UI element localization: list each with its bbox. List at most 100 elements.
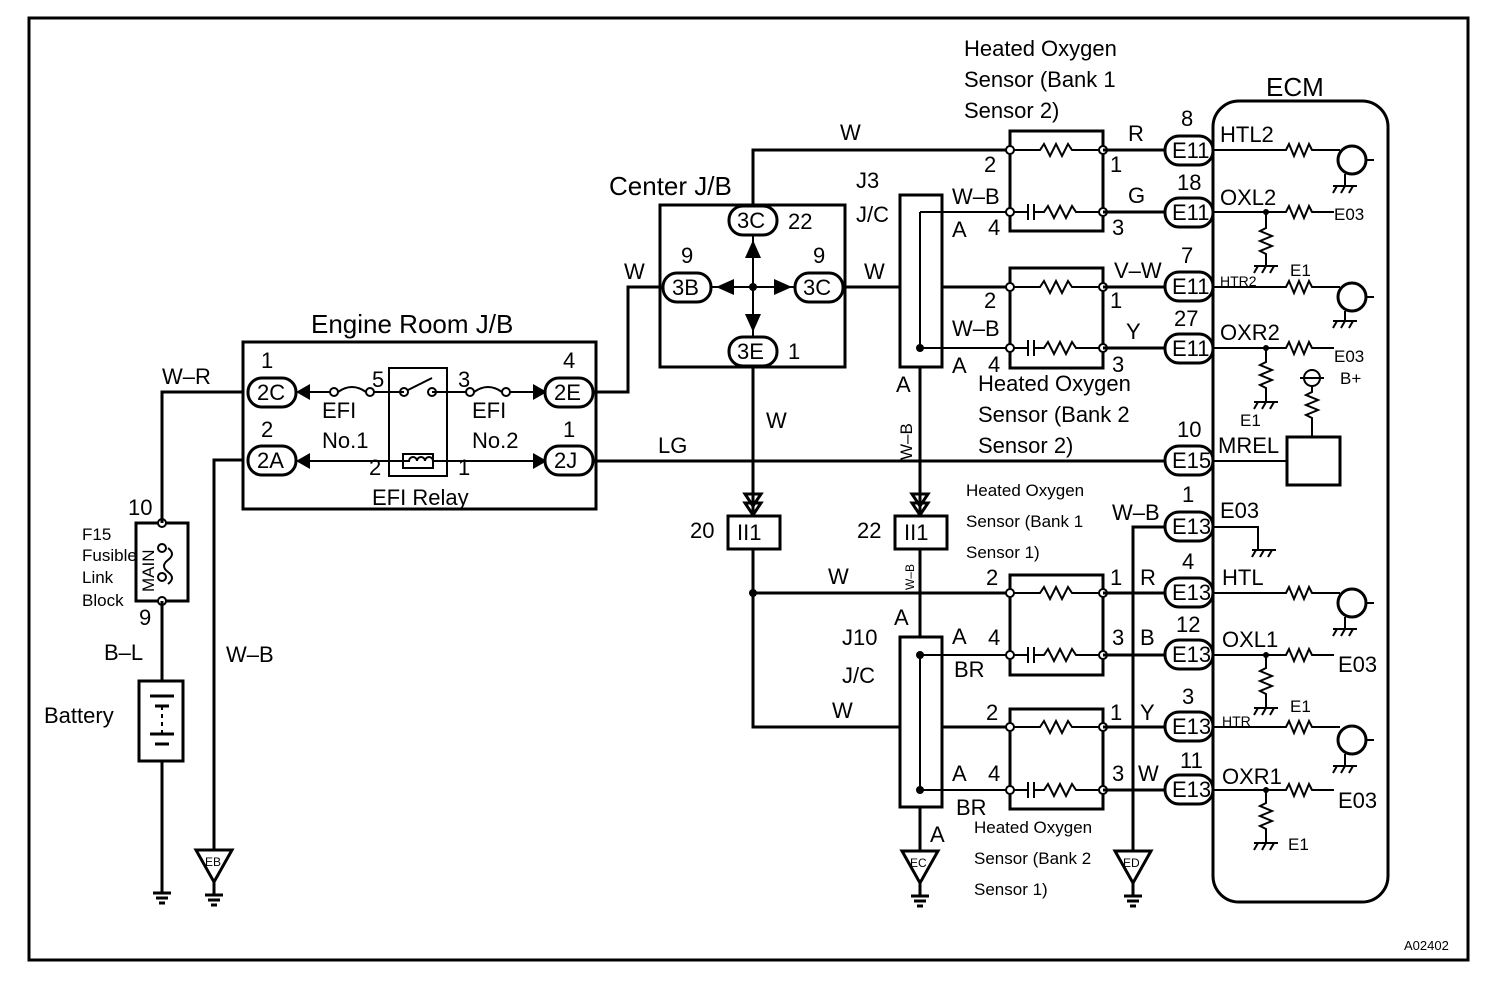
svg-text:2: 2	[984, 152, 996, 177]
svg-text:E15: E15	[1172, 448, 1211, 473]
svg-text:A: A	[952, 761, 967, 786]
svg-text:4: 4	[988, 215, 1000, 240]
svg-text:2: 2	[369, 455, 381, 480]
svg-text:3: 3	[1112, 625, 1124, 650]
svg-text:E1: E1	[1290, 697, 1311, 716]
svg-text:EFI: EFI	[472, 398, 506, 423]
svg-text:Sensor 2): Sensor 2)	[978, 433, 1073, 458]
svg-text:E1: E1	[1240, 411, 1261, 430]
svg-text:BR: BR	[954, 657, 985, 682]
svg-text:3: 3	[1112, 215, 1124, 240]
svg-text:1: 1	[563, 417, 575, 442]
svg-text:2: 2	[984, 288, 996, 313]
svg-text:Sensor (Bank 1: Sensor (Bank 1	[964, 67, 1116, 92]
block-label: Block	[82, 591, 124, 610]
svg-text:1: 1	[1110, 700, 1122, 725]
connector-3b: 3B 9	[661, 243, 713, 304]
center-jb-title: Center J/B	[609, 171, 732, 201]
svg-text:EFI: EFI	[322, 398, 356, 423]
connector-e11-2: E11 18	[1163, 170, 1215, 229]
svg-text:HTL2: HTL2	[1220, 122, 1274, 147]
ground-ec: EC	[899, 849, 941, 908]
svg-text:3: 3	[1182, 684, 1194, 709]
svg-text:4: 4	[563, 348, 575, 373]
svg-text:II1: II1	[737, 520, 761, 545]
wire-b-l: B–L	[104, 640, 143, 665]
wire-w-5: W	[828, 564, 849, 589]
ground-ed: ED	[1112, 849, 1154, 908]
connector-2a: 2A 2	[246, 417, 298, 477]
svg-text:E13: E13	[1172, 714, 1211, 739]
sensor-bank1-sensor1: Heated Oxygen Sensor (Bank 1 Sensor 1) 2…	[966, 481, 1124, 677]
svg-text:3C: 3C	[737, 208, 765, 233]
fusible-link-block: MAIN 10 9 F15 Fusible Link Block	[82, 495, 190, 630]
main-fuse-label: MAIN	[139, 550, 158, 593]
svg-text:W: W	[1138, 761, 1159, 786]
svg-text:2: 2	[986, 700, 998, 725]
diagram-frame	[27, 16, 1470, 962]
svg-text:Sensor (Bank 2: Sensor (Bank 2	[978, 402, 1130, 427]
svg-text:A: A	[952, 624, 967, 649]
sensor-bank1-sensor2: Heated Oxygen Sensor (Bank 1 Sensor 2) 2…	[952, 36, 1124, 240]
svg-text:22: 22	[788, 209, 812, 234]
svg-text:A: A	[952, 217, 967, 242]
efi-relay-label: EFI Relay	[372, 485, 469, 510]
svg-text:J10: J10	[842, 625, 877, 650]
svg-text:E13: E13	[1172, 580, 1211, 605]
connector-e11-4: E11 27	[1163, 306, 1215, 365]
diagram-code: A02402	[1404, 938, 1449, 953]
junction-j3: J3 J/C A A A	[856, 168, 1010, 397]
wire-w-2: W	[840, 120, 861, 145]
wire-w-r: W–R	[162, 364, 211, 389]
svg-text:Y: Y	[1140, 700, 1155, 725]
svg-text:No.1: No.1	[322, 428, 368, 453]
svg-text:9: 9	[681, 243, 693, 268]
connector-3c-top: 3C 22	[727, 204, 812, 237]
svg-text:27: 27	[1174, 306, 1198, 331]
svg-text:OXR2: OXR2	[1220, 320, 1280, 345]
connector-e13-1: E13 1	[1163, 482, 1215, 543]
svg-text:J/C: J/C	[842, 663, 875, 688]
f15-pin-top: 10	[128, 495, 152, 520]
connector-e11-3: E11 7	[1163, 243, 1215, 303]
svg-text:5: 5	[372, 367, 384, 392]
svg-text:Sensor 2): Sensor 2)	[964, 98, 1059, 123]
svg-text:Heated Oxygen: Heated Oxygen	[964, 36, 1117, 61]
svg-text:R: R	[1128, 121, 1144, 146]
svg-text:3: 3	[1112, 761, 1124, 786]
svg-text:A: A	[894, 605, 909, 630]
svg-text:2: 2	[986, 565, 998, 590]
svg-text:BR: BR	[956, 795, 987, 820]
svg-text:1: 1	[1110, 565, 1122, 590]
engine-room-jb-title: Engine Room J/B	[311, 309, 513, 339]
svg-text:W–B: W–B	[952, 316, 1000, 341]
fusible-label: Fusible	[82, 546, 137, 565]
wire-w-4: W	[766, 408, 787, 433]
connector-e11-1: E11 8	[1163, 106, 1215, 167]
svg-text:V–W: V–W	[1114, 258, 1162, 283]
ecm: ECM	[1211, 72, 1390, 904]
svg-text:E11: E11	[1172, 336, 1210, 361]
wire-w-3: W	[864, 259, 885, 284]
svg-text:E11: E11	[1172, 274, 1210, 299]
svg-text:A: A	[896, 372, 911, 397]
connector-3c-right: 3C 9	[793, 243, 845, 304]
svg-text:1: 1	[788, 339, 800, 364]
ecm-internals: HTL2 OXL2 E03 HTR2 E1 OXR2 E03 E1 B+	[1213, 122, 1377, 854]
svg-text:4: 4	[988, 625, 1000, 650]
junction-j10: J10 J/C A A BR A BR A	[842, 605, 1010, 847]
connector-ii1-b: II1 22	[857, 514, 949, 551]
svg-text:Sensor (Bank 1: Sensor (Bank 1	[966, 512, 1083, 531]
connector-e13-4: E13 3	[1163, 684, 1215, 743]
svg-text:3: 3	[1112, 352, 1124, 377]
svg-text:E13: E13	[1172, 777, 1211, 802]
connector-2e: 2E 4	[543, 348, 595, 409]
wire-w-1: W	[624, 259, 645, 284]
svg-text:1: 1	[261, 348, 273, 373]
svg-text:2A: 2A	[257, 448, 284, 473]
svg-text:11: 11	[1180, 748, 1203, 773]
f15-label: F15	[82, 525, 111, 544]
svg-text:E03: E03	[1334, 205, 1364, 224]
connector-3e: 3E 1	[727, 335, 800, 368]
wire-w-b-left: W–B	[226, 642, 274, 667]
